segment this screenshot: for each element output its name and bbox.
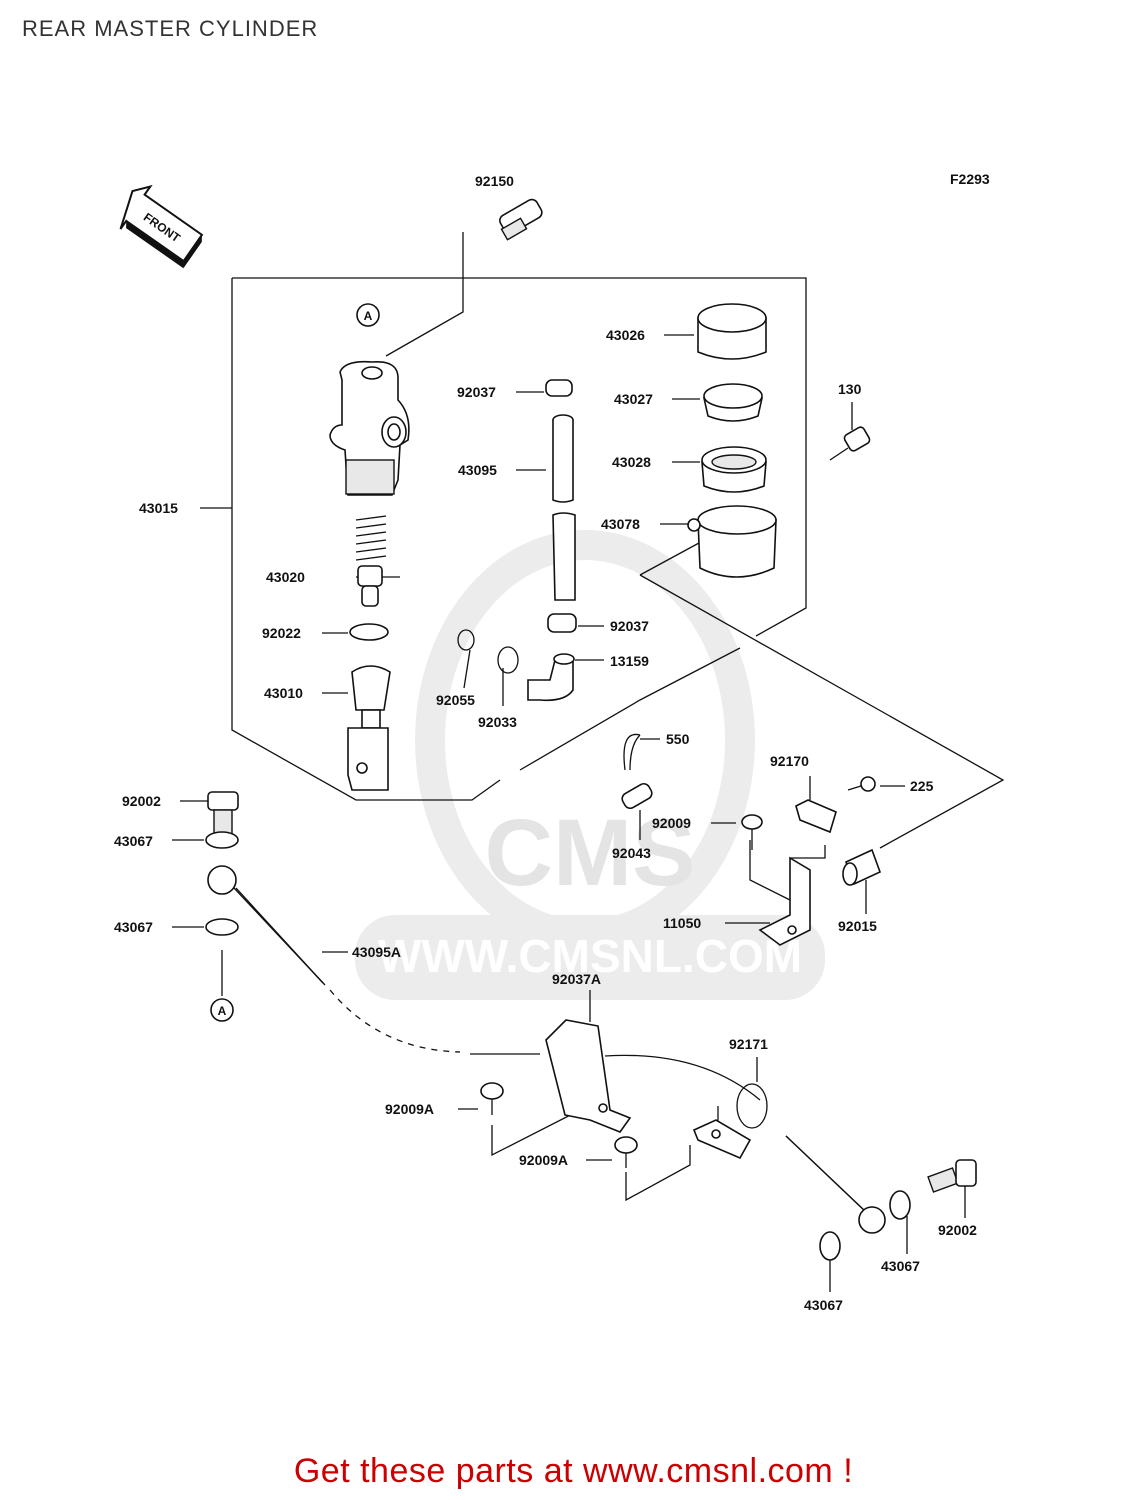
- label-43067-b: 43067: [114, 919, 153, 935]
- part-92015-collar: [842, 848, 882, 886]
- ref-marker-a-bottom: A: [210, 998, 234, 1022]
- part-92170-clamp: [795, 799, 837, 834]
- label-92171: 92171: [729, 1036, 768, 1052]
- label-92009: 92009: [652, 815, 691, 831]
- part-92002-right-banjo-bolt: [927, 1159, 977, 1193]
- part-92033-circlip: [497, 646, 519, 674]
- label-225: 225: [910, 778, 934, 794]
- ref-marker-a-top: A: [356, 303, 380, 327]
- part-11050-bracket: [758, 856, 811, 946]
- label-11050: 11050: [663, 915, 701, 931]
- label-92037-mid: 92037: [610, 618, 649, 634]
- label-43015: 43015: [139, 500, 178, 516]
- label-92015: 92015: [838, 918, 877, 934]
- part-92037-clamp-mid: [547, 613, 577, 633]
- part-92043-pin: [621, 782, 653, 810]
- label-92022: 92022: [262, 625, 301, 641]
- label-92009A-b: 92009A: [519, 1152, 568, 1168]
- label-550: 550: [666, 731, 690, 747]
- part-43028-diaphragm: [701, 446, 767, 493]
- part-92037A-hose-guide: [545, 1019, 632, 1133]
- watermark-logo: CMS WWW.CMSNL.COM: [355, 530, 825, 1000]
- exploded-parts-diagram: CMS WWW.CMSNL.COM F2293 FRONT: [114, 171, 1005, 1313]
- figure-code: F2293: [950, 171, 990, 187]
- part-92009A-screw-b: [614, 1136, 638, 1168]
- label-43067-c: 43067: [804, 1297, 843, 1313]
- label-92055: 92055: [436, 692, 475, 708]
- label-92033: 92033: [478, 714, 517, 730]
- page-title: REAR MASTER CYLINDER: [22, 16, 319, 41]
- part-225-screw: [847, 776, 876, 792]
- part-92055-o-ring: [457, 629, 475, 651]
- part-43027-diaphragm-plate: [703, 383, 763, 422]
- part-92009A-screw-a: [480, 1082, 504, 1115]
- label-92009A-a: 92009A: [385, 1101, 434, 1117]
- part-92037-clamp-top: [545, 379, 573, 397]
- label-43067-d: 43067: [881, 1258, 920, 1274]
- label-43026: 43026: [606, 327, 645, 343]
- label-43010: 43010: [264, 685, 303, 701]
- label-43028: 43028: [612, 454, 651, 470]
- label-92150: 92150: [475, 173, 514, 189]
- part-43026-cap: [697, 303, 767, 360]
- label-92043: 92043: [612, 845, 651, 861]
- part-92171-ring: [736, 1083, 768, 1129]
- part-43067-washer-b: [205, 918, 239, 936]
- label-92037-top: 92037: [457, 384, 496, 400]
- part-92171-bracket: [692, 1119, 752, 1160]
- label-130: 130: [838, 381, 862, 397]
- part-43078-reservoir: [687, 505, 777, 578]
- label-43095: 43095: [458, 462, 497, 478]
- svg-text:A: A: [218, 1004, 227, 1018]
- part-92002-left-banjo-bolt: [207, 791, 239, 835]
- label-43027: 43027: [614, 391, 653, 407]
- label-43095A: 43095A: [352, 944, 401, 960]
- part-number-labels: 92150 43015 43020 92022 43010 92037 4309…: [114, 173, 977, 1313]
- label-43020: 43020: [266, 569, 305, 585]
- label-92002-right: 92002: [938, 1222, 977, 1238]
- part-43095-hose: [552, 414, 576, 601]
- footer-promo-text[interactable]: Get these parts at www.cmsnl.com !: [293, 1452, 854, 1490]
- part-43010-pushrod: [347, 665, 391, 791]
- label-43078: 43078: [601, 516, 640, 532]
- watermark-url-text: WWW.CMSNL.COM: [378, 930, 802, 982]
- label-92037A: 92037A: [552, 971, 601, 987]
- part-92150-bolt: [499, 198, 543, 241]
- watermark-logo-text: CMS: [484, 800, 695, 906]
- part-92009-screw: [741, 814, 763, 850]
- part-43015-cylinder-body: [329, 360, 410, 496]
- part-43020-spring: [355, 515, 387, 607]
- part-130-bolt: [829, 426, 871, 461]
- part-550-cotter-pin: [623, 733, 641, 771]
- part-92022-ring: [349, 623, 389, 641]
- label-13159: 13159: [610, 653, 649, 669]
- label-92002-left: 92002: [122, 793, 161, 809]
- front-arrow-icon: FRONT: [119, 184, 204, 269]
- part-43095A-brake-hose: [207, 865, 326, 986]
- assembly-outline: [200, 277, 1005, 849]
- part-43067-washer-a: [205, 831, 239, 849]
- label-43067-a: 43067: [114, 833, 153, 849]
- part-43067-washer-d: [889, 1190, 911, 1220]
- part-13159-elbow: [527, 653, 575, 702]
- part-rear-hose-fitting: [785, 1135, 886, 1234]
- part-43067-washer-c: [819, 1231, 841, 1261]
- svg-text:A: A: [364, 309, 373, 323]
- label-92170: 92170: [770, 753, 809, 769]
